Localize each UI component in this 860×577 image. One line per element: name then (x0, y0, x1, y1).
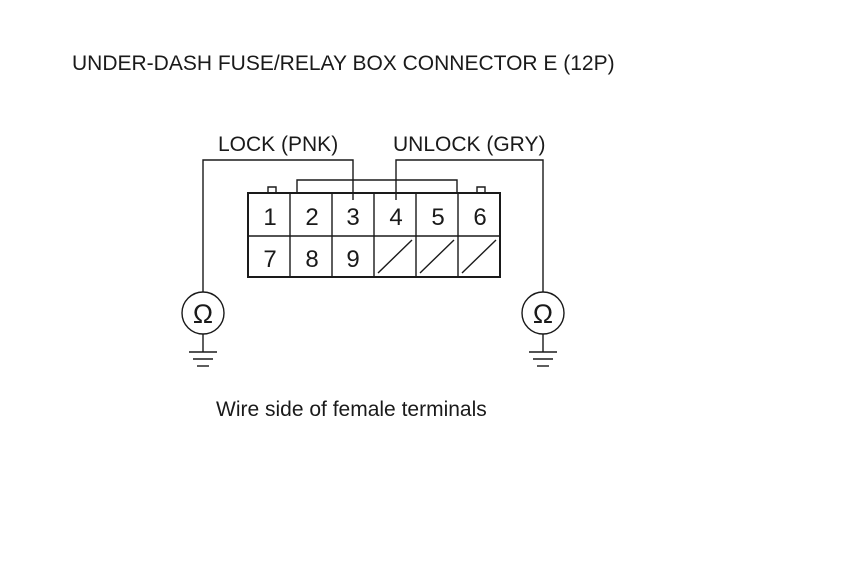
unlock-probe-wire (395, 159, 544, 292)
pin-3-label: 3 (346, 204, 359, 231)
pin-4-label: 4 (389, 204, 402, 231)
ohm-icon: Ω (193, 299, 213, 329)
unused-cavity-12 (461, 239, 497, 274)
ohm-icon: Ω (533, 299, 553, 329)
pin-8-label: 8 (305, 246, 318, 273)
unlock-wire-label: UNLOCK (GRY) (393, 133, 545, 156)
pin-2-label: 2 (305, 204, 318, 231)
pin-5-label: 5 (431, 204, 444, 231)
right-ohmmeter: Ω (521, 291, 565, 352)
left-ohmmeter: Ω (181, 291, 225, 352)
connector-right-tab (476, 186, 486, 193)
diagram-caption: Wire side of female terminals (216, 398, 487, 421)
unused-cavity-11 (419, 239, 455, 274)
left-ground-icon (189, 351, 217, 367)
right-ground-icon (529, 351, 557, 367)
diagram-title: UNDER-DASH FUSE/RELAY BOX CONNECTOR E (1… (72, 52, 615, 75)
pin-9-label: 9 (346, 246, 359, 273)
lock-wire-label: LOCK (PNK) (218, 133, 338, 156)
unused-cavity-10 (377, 239, 413, 274)
pin-1-label: 1 (263, 204, 276, 231)
pin-7-label: 7 (263, 246, 276, 273)
connector-left-tab (267, 186, 277, 193)
connector-lock-tab (296, 179, 458, 193)
pin-6-label: 6 (473, 204, 486, 231)
lock-probe-wire (202, 159, 354, 292)
connector-housing (247, 179, 501, 278)
